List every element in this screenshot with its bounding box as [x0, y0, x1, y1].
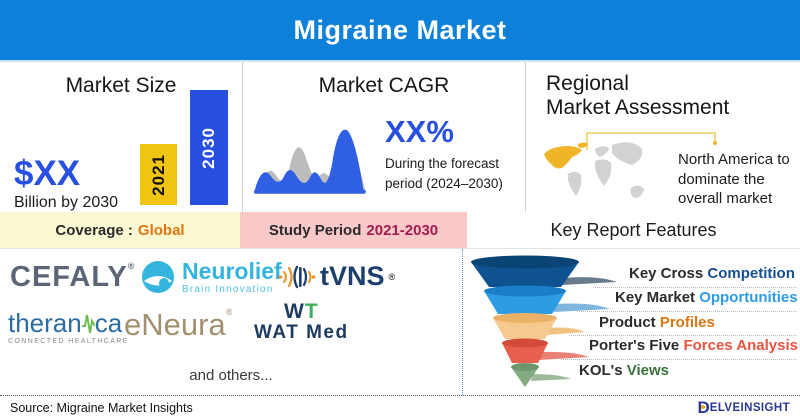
cefaly-name: CEFALY [10, 261, 128, 293]
cefaly-reg-mark: ® [127, 261, 136, 271]
theranica-subtitle: CONNECTED HEALTHCARE [8, 338, 129, 345]
delveinsight-logo: D ELVEINSIGHT [697, 398, 790, 418]
world-map-icon [544, 132, 717, 198]
funnel-label-plain: Key Cross [629, 265, 704, 282]
bar-2021: 2021 [140, 144, 177, 205]
funnel-separator [577, 311, 796, 312]
eneura-name: eNeura [124, 307, 226, 342]
watmed-t: T [304, 300, 319, 323]
regional-title: Regional Market Assessment [526, 62, 800, 120]
regional-title-line1: Regional [546, 72, 629, 95]
theranica-name-post: ca [94, 308, 123, 338]
funnel-label-accent: Profiles [659, 314, 715, 331]
funnel-label-competition: Key Cross Competition [629, 265, 795, 282]
neurolief-name: Neurolief [182, 257, 282, 284]
watmed-logo: WT WAT Med [254, 300, 349, 344]
funnel-label-plain: Porter's Five [589, 337, 680, 354]
coverage-label: Coverage : [55, 221, 133, 239]
neurolief-brain-icon [142, 261, 174, 293]
title-banner: Migraine Market [0, 0, 800, 62]
funnel-separator [561, 359, 796, 360]
theranica-pulse-icon [81, 314, 95, 334]
funnel-chart-icon [471, 255, 617, 387]
cagr-wave-chart-icon [254, 129, 366, 194]
source-text: Source: Migraine Market Insights [10, 401, 193, 415]
market-cagr-panel: Market CAGR XX% During the forecast peri… [243, 62, 525, 212]
tvns-logo: tVNS® [278, 261, 395, 292]
theranica-name: theran ca [8, 309, 129, 336]
lower-section: CEFALY® Neurolief Brain Innovation [0, 249, 800, 395]
tvns-reg-mark: ® [388, 271, 396, 282]
bar-2030: 2030 [190, 90, 228, 205]
regional-panel: Regional Market Assessment [525, 62, 800, 212]
funnel-label-porters: Porter's Five Forces Analysis [589, 337, 798, 354]
market-cagr-title: Market CAGR [318, 74, 450, 97]
coverage-band: Coverage : Global [0, 212, 240, 248]
theranica-name-pre: theran [8, 308, 82, 338]
market-size-value: $XX [14, 154, 81, 193]
eneura-logo: eNeura® [124, 307, 232, 343]
top-panels: Market Size $XX Billion by 2030 2021 203… [0, 62, 800, 212]
regional-title-line2: Market Assessment [546, 96, 730, 120]
funnel-label-accent: Competition [707, 265, 795, 282]
funnel-label-opportunities: Key Market Opportunities [615, 289, 798, 306]
cagr-value: XX% [385, 114, 454, 149]
regional-note-line3: overall market [678, 190, 773, 207]
company-logos: CEFALY® Neurolief Brain Innovation [0, 249, 462, 395]
watmed-name: WAT Med [254, 322, 349, 344]
cefaly-logo: CEFALY® [10, 261, 135, 294]
study-period-band: Study Period 2021-2030 [240, 212, 467, 248]
neurolief-subtitle: Brain Innovation [182, 283, 274, 295]
tvns-soundwave-icon [278, 265, 316, 288]
market-size-title: Market Size [65, 74, 177, 97]
theranica-logo: theran ca CONNECTED HEALTHCARE [8, 309, 129, 345]
market-size-panel: Market Size $XX Billion by 2030 2021 203… [0, 62, 243, 212]
study-period-value: 2021-2030 [366, 221, 439, 239]
cagr-caption-line1: During the forecast [385, 156, 500, 171]
cagr-caption: During the forecast period (2024–2030) [385, 154, 503, 193]
regional-note-line2: dominate the [678, 170, 765, 188]
page-title: Migraine Market [293, 14, 507, 45]
regional-note-line1: North America to [678, 151, 790, 168]
watmed-wt-mark: WT [254, 300, 349, 323]
coverage-value: Global [137, 221, 185, 239]
funnel-label-accent: Views [626, 362, 670, 379]
delveinsight-wordmark: ELVEINSIGHT [709, 402, 790, 414]
info-bands: Coverage : Global Study Period 2021-2030… [0, 212, 800, 249]
watmed-w: W [283, 300, 305, 323]
funnel-label-accent: Opportunities [699, 289, 798, 306]
funnel-separator [593, 287, 796, 288]
bar-2030-label: 2030 [199, 126, 218, 169]
key-report-features-title: Key Report Features [467, 212, 800, 248]
funnel-label-kol-views: KOL's Views [579, 362, 669, 379]
cagr-caption-line2: period (2024–2030) [385, 175, 503, 191]
delveinsight-d-mark: D [697, 398, 710, 417]
eneura-reg-mark: ® [225, 307, 233, 317]
funnel-label-accent: Forces Analysis [683, 337, 798, 354]
bar-2021-label: 2021 [148, 153, 168, 196]
tvns-name: tVNS [320, 261, 385, 291]
neurolief-text: Neurolief Brain Innovation [182, 257, 282, 295]
funnel-label-plain: Product [599, 314, 656, 331]
study-period-label: Study Period [268, 221, 362, 239]
and-others-text: and others... [189, 367, 273, 384]
key-report-features-funnel: Key Cross Competition Key Market Opportu… [462, 249, 800, 395]
neurolief-logo: Neurolief Brain Innovation [140, 259, 282, 295]
funnel-label-plain: KOL's [579, 362, 623, 379]
funnel-label-profiles: Product Profiles [599, 314, 715, 331]
footer: Source: Migraine Market Insights D ELVEI… [0, 395, 800, 420]
funnel-separator [569, 335, 796, 336]
funnel-label-plain: Key Market [615, 289, 696, 306]
regional-note: North America to dominate the overall ma… [678, 150, 798, 209]
market-size-caption: Billion by 2030 [14, 194, 119, 211]
